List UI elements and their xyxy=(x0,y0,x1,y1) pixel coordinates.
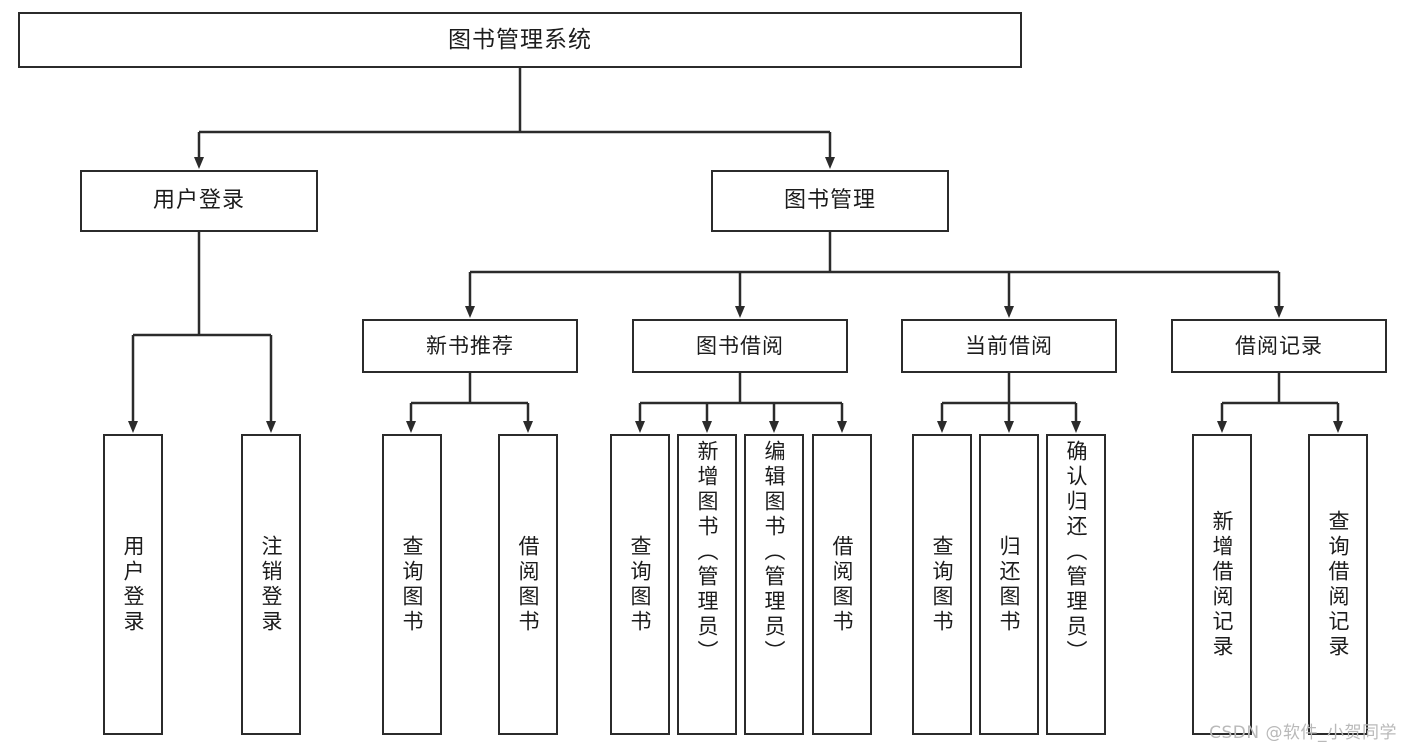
node-label: 用户登录 xyxy=(121,534,146,635)
node-label: 借阅图书 xyxy=(516,534,541,635)
node-label: 确认归还（管理员） xyxy=(1064,440,1089,665)
node-label: 借阅记录 xyxy=(1235,333,1323,358)
node-book-management[interactable]: 图书管理 xyxy=(711,170,949,232)
node-label: 图书借阅 xyxy=(696,333,784,358)
node-label: 当前借阅 xyxy=(965,333,1053,358)
node-label: 新书推荐 xyxy=(426,333,514,358)
node-label: 图书管理系统 xyxy=(448,26,592,53)
leaf-query-borrow-record[interactable]: 查询借阅记录 xyxy=(1308,434,1368,735)
leaf-edit-book-admin[interactable]: 编辑图书（管理员） xyxy=(744,434,804,735)
node-root-system[interactable]: 图书管理系统 xyxy=(18,12,1022,68)
node-label: 新增图书（管理员） xyxy=(695,440,720,665)
leaf-user-logout[interactable]: 注销登录 xyxy=(241,434,301,735)
node-label: 用户登录 xyxy=(152,188,245,214)
csdn-watermark: CSDN @软件_小贺同学 xyxy=(1209,723,1397,743)
leaf-return-book[interactable]: 归还图书 xyxy=(979,434,1039,735)
leaf-query-book-recommend[interactable]: 查询图书 xyxy=(382,434,442,735)
node-label: 新增借阅记录 xyxy=(1210,509,1235,660)
node-label: 注销登录 xyxy=(259,534,284,635)
leaf-borrow-book-recommend[interactable]: 借阅图书 xyxy=(498,434,558,735)
node-label: 借阅图书 xyxy=(830,534,855,635)
node-new-book-recommend[interactable]: 新书推荐 xyxy=(362,319,578,373)
leaf-borrow-book[interactable]: 借阅图书 xyxy=(812,434,872,735)
node-book-borrow[interactable]: 图书借阅 xyxy=(632,319,848,373)
node-label: 查询图书 xyxy=(400,534,425,635)
leaf-confirm-return-admin[interactable]: 确认归还（管理员） xyxy=(1046,434,1106,735)
node-current-borrow[interactable]: 当前借阅 xyxy=(901,319,1117,373)
leaf-user-login[interactable]: 用户登录 xyxy=(103,434,163,735)
node-label: 图书管理 xyxy=(783,188,876,214)
node-user-login[interactable]: 用户登录 xyxy=(80,170,318,232)
leaf-query-book-borrow[interactable]: 查询图书 xyxy=(610,434,670,735)
leaf-query-book-current[interactable]: 查询图书 xyxy=(912,434,972,735)
node-borrow-record[interactable]: 借阅记录 xyxy=(1171,319,1387,373)
leaf-add-book-admin[interactable]: 新增图书（管理员） xyxy=(677,434,737,735)
node-label: 编辑图书（管理员） xyxy=(762,440,787,665)
node-label: 查询借阅记录 xyxy=(1326,509,1351,660)
node-label: 归还图书 xyxy=(997,534,1022,635)
node-label: 查询图书 xyxy=(930,534,955,635)
node-label: 查询图书 xyxy=(628,534,653,635)
leaf-add-borrow-record[interactable]: 新增借阅记录 xyxy=(1192,434,1252,735)
